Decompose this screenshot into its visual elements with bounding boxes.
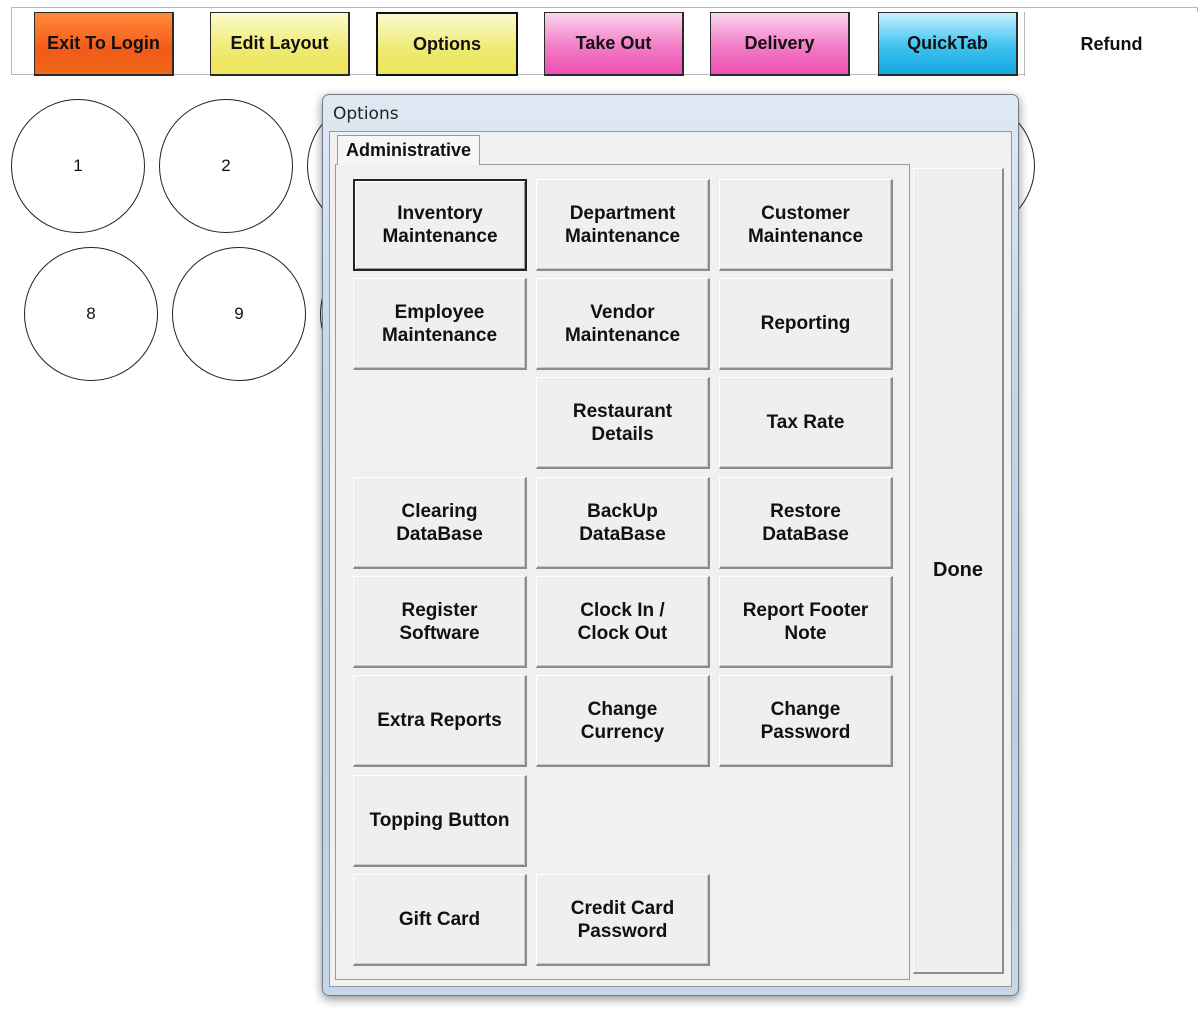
- clock-in-out-button[interactable]: Clock In / Clock Out: [536, 576, 710, 668]
- options-button[interactable]: Options: [376, 12, 518, 76]
- vendor-maintenance-button[interactable]: Vendor Maintenance: [536, 278, 710, 370]
- clearing-database-button[interactable]: Clearing DataBase: [353, 477, 527, 569]
- extra-reports-button[interactable]: Extra Reports: [353, 675, 527, 767]
- credit-card-password-button[interactable]: Credit Card Password: [536, 874, 710, 966]
- restore-database-button[interactable]: Restore DataBase: [719, 477, 893, 569]
- dialog-body: Administrative Inventory Maintenance Dep…: [329, 131, 1012, 987]
- register-software-button[interactable]: Register Software: [353, 576, 527, 668]
- topping-button-button[interactable]: Topping Button: [353, 775, 527, 867]
- administrative-tab-page: Inventory Maintenance Department Mainten…: [335, 164, 910, 980]
- table-2[interactable]: 2: [159, 99, 293, 233]
- inventory-maintenance-button[interactable]: Inventory Maintenance: [353, 179, 527, 271]
- change-password-button[interactable]: Change Password: [719, 675, 893, 767]
- tab-administrative[interactable]: Administrative: [337, 135, 480, 165]
- options-dialog: Options Administrative Inventory Mainten…: [322, 94, 1019, 996]
- table-8[interactable]: 8: [24, 247, 158, 381]
- restaurant-details-button[interactable]: Restaurant Details: [536, 377, 710, 469]
- customer-maintenance-button[interactable]: Customer Maintenance: [719, 179, 893, 271]
- department-maintenance-button[interactable]: Department Maintenance: [536, 179, 710, 271]
- dialog-title: Options: [333, 104, 399, 124]
- delivery-button[interactable]: Delivery: [710, 12, 850, 76]
- top-toolbar: Exit To Login Edit Layout Options Take O…: [11, 7, 1198, 76]
- table-1[interactable]: 1: [11, 99, 145, 233]
- gift-card-button[interactable]: Gift Card: [353, 874, 527, 966]
- reporting-button[interactable]: Reporting: [719, 278, 893, 370]
- refund-button[interactable]: Refund: [1024, 12, 1198, 76]
- report-footer-note-button[interactable]: Report Footer Note: [719, 576, 893, 668]
- exit-to-login-button[interactable]: Exit To Login: [34, 12, 174, 76]
- done-button[interactable]: Done: [913, 168, 1004, 974]
- backup-database-button[interactable]: BackUp DataBase: [536, 477, 710, 569]
- change-currency-button[interactable]: Change Currency: [536, 675, 710, 767]
- tax-rate-button[interactable]: Tax Rate: [719, 377, 893, 469]
- table-9[interactable]: 9: [172, 247, 306, 381]
- employee-maintenance-button[interactable]: Employee Maintenance: [353, 278, 527, 370]
- take-out-button[interactable]: Take Out: [544, 12, 684, 76]
- edit-layout-button[interactable]: Edit Layout: [210, 12, 350, 76]
- quicktab-button[interactable]: QuickTab: [878, 12, 1018, 76]
